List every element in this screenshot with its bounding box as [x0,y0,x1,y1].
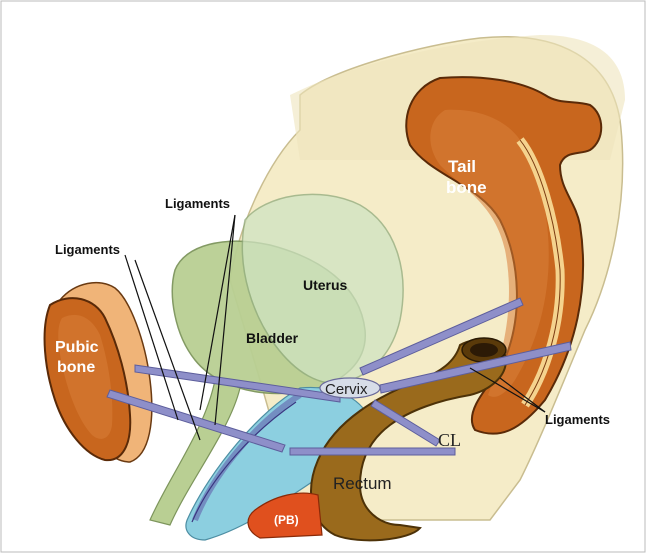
label-cl: CL [438,430,461,450]
label-tail-bone-line2: bone [446,178,487,197]
label-ligaments-left: Ligaments [55,242,120,257]
ligament-band-6 [290,448,455,455]
label-bladder: Bladder [246,330,299,346]
rectum-lumen [470,343,498,357]
label-uterus: Uterus [303,277,348,293]
label-ligaments-top: Ligaments [165,196,230,211]
label-cervix: Cervix [325,381,368,398]
label-pb: (PB) [274,513,299,527]
label-pubic-bone-line2: bone [57,359,95,376]
label-tail-bone-line1: Tail [448,157,476,176]
label-ligaments-right: Ligaments [545,412,610,427]
label-pubic-bone-line1: Pubic [55,339,99,356]
label-rectum: Rectum [333,474,392,493]
